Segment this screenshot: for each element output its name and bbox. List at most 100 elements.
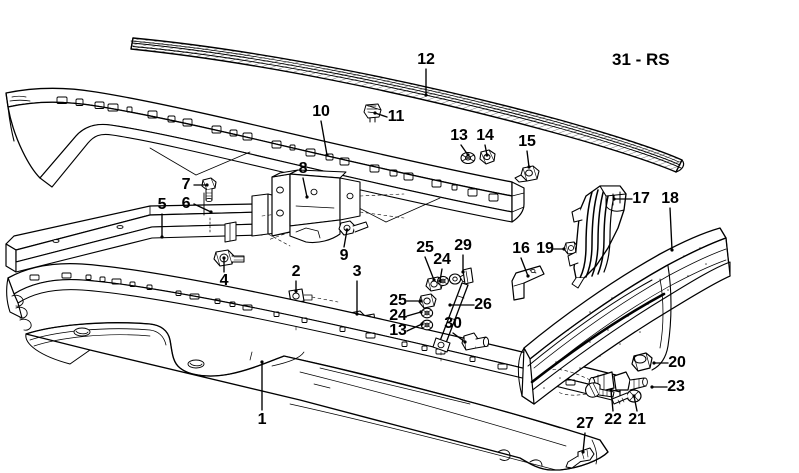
part-17-rubber-bellows-buffer	[567, 185, 627, 289]
leader-line-24	[439, 268, 443, 282]
part-1-bumper-cover-lower-panel	[6, 262, 621, 471]
callout-number-15-15: 15	[518, 133, 536, 150]
leader-endpoint-22	[609, 388, 613, 392]
callout-number-7-7: 7	[181, 176, 191, 193]
leader-line-21	[633, 395, 638, 412]
part-9-hex-bolt-flanged	[338, 220, 369, 236]
leader-endpoint-4	[222, 256, 226, 260]
part-21-tapping-screw	[611, 389, 642, 405]
part-7-hex-bolt	[201, 177, 217, 203]
leader-line-11	[374, 112, 388, 118]
leader-endpoint-20	[652, 361, 656, 365]
leader-endpoint-23	[650, 385, 654, 389]
part-30-rubber-stop-buffer	[461, 332, 490, 351]
leader-line-22	[610, 389, 614, 412]
part-11-retaining-clip	[363, 103, 382, 123]
callout-leader-lines	[161, 68, 673, 453]
leader-endpoint-27	[581, 450, 585, 454]
callout-leader-dots	[160, 93, 674, 454]
leader-endpoint-15	[527, 165, 531, 169]
callout-number-10-10: 10	[312, 103, 330, 120]
leader-endpoint-14	[485, 153, 489, 157]
callout-number-16-16: 16	[512, 240, 530, 257]
callout-number-1-1: 1	[257, 411, 267, 428]
leader-line-30	[452, 332, 466, 343]
leader-line-10	[320, 120, 328, 156]
leader-line-18	[669, 207, 673, 251]
leader-endpoint-16	[526, 274, 530, 278]
leader-endpoint-13	[466, 153, 470, 157]
callout-number-14-14: 14	[476, 127, 494, 144]
part-16-angle-bracket-small	[511, 265, 545, 301]
callout-number-24-30: 24	[389, 307, 407, 324]
callout-number-27-27: 27	[576, 415, 594, 432]
part-18-bumper-trim-panel-right	[517, 227, 731, 405]
callout-number-26-26: 26	[474, 296, 492, 313]
leader-line-9	[343, 229, 348, 248]
leader-line-13	[406, 323, 423, 332]
callout-number-4-4: 4	[219, 272, 229, 289]
callout-number-9-9: 9	[339, 247, 349, 264]
callout-number-8-8: 8	[298, 160, 308, 177]
callout-number-22-22: 22	[604, 411, 622, 428]
callout-number-13-31: 13	[389, 322, 407, 339]
part-25-hex-nut-stay-lower	[418, 293, 437, 309]
leader-endpoint-1	[260, 360, 264, 364]
callout-number-18-18: 18	[661, 190, 679, 207]
leader-endpoint-5	[160, 235, 164, 239]
callout-number-3-3: 3	[352, 263, 362, 280]
part-22-round-head-screw	[585, 382, 615, 398]
part-15-hex-nut-flanged	[514, 165, 540, 183]
leader-endpoint-12	[424, 93, 428, 97]
leader-endpoint-11	[373, 111, 377, 115]
callout-number-2-2: 2	[291, 263, 301, 280]
leader-endpoint-3	[355, 312, 359, 316]
part-20-cap-plug	[631, 352, 653, 372]
callout-number-23-23: 23	[667, 378, 685, 395]
part-8-center-support-bracket	[267, 169, 405, 244]
leader-line-16	[520, 257, 529, 277]
part-13-lock-washer	[460, 151, 476, 165]
leader-line-13	[460, 144, 469, 156]
leader-endpoint-24	[419, 310, 423, 314]
callout-number-20-20: 20	[668, 354, 686, 371]
leader-endpoint-21	[632, 394, 636, 398]
leader-line-15	[526, 150, 530, 168]
leader-endpoint-10	[325, 153, 329, 157]
callout-number-13-13: 13	[450, 127, 468, 144]
leader-endpoint-25	[432, 278, 436, 282]
sheet-title: 31 - RS	[612, 50, 670, 69]
leader-endpoint-9	[345, 228, 349, 232]
leader-endpoint-7	[205, 183, 209, 187]
leader-endpoint-2	[294, 289, 298, 293]
callout-number-21-21: 21	[628, 411, 646, 428]
part-26-diagonal-stay-rod	[432, 282, 469, 365]
part-4-hex-bolt-large	[213, 249, 245, 267]
leader-endpoint-29	[461, 270, 465, 274]
callout-number-11-11: 11	[387, 108, 405, 125]
leader-line-8	[302, 177, 308, 198]
leader-endpoint-19	[562, 247, 566, 251]
leader-line-24	[406, 311, 422, 317]
leader-endpoint-6	[209, 210, 213, 214]
callout-number-25-29: 25	[389, 292, 407, 309]
callout-number-30-32: 30	[444, 315, 462, 332]
leader-endpoint-18	[670, 248, 674, 252]
callout-number-5-5: 5	[157, 196, 167, 213]
leader-endpoint-13	[420, 322, 424, 326]
callout-number-25-25: 25	[416, 239, 434, 256]
leader-endpoint-26	[448, 303, 452, 307]
callout-number-6-6: 6	[181, 195, 191, 212]
part-29-eye-bolt-stay	[448, 267, 474, 285]
callout-number-24-24: 24	[433, 251, 451, 268]
leader-line-27	[582, 432, 586, 453]
part-14-hex-nut	[479, 149, 496, 165]
part-10-impact-bar	[5, 87, 525, 223]
callout-number-19-19: 19	[536, 240, 554, 257]
leader-endpoint-8	[305, 195, 309, 199]
part-24-lock-washer-lower	[420, 307, 434, 319]
leader-endpoint-30	[463, 340, 467, 344]
callout-number-29-28: 29	[454, 237, 472, 254]
